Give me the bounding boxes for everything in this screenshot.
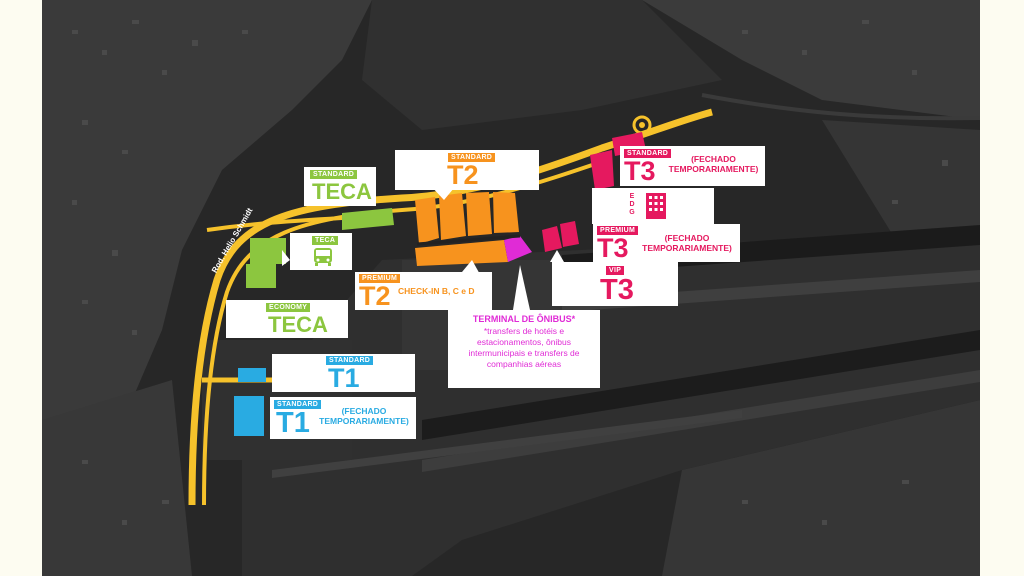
tag: VIP xyxy=(606,266,625,275)
title: T2 xyxy=(447,160,479,190)
t3-standard-label[interactable]: STANDARD T3 (FECHADO TEMPORARIAMENTE) xyxy=(620,146,765,186)
title: T3 xyxy=(624,156,656,186)
teca-economy-label[interactable]: ECONOMY TECA xyxy=(226,300,348,338)
note: (FECHADO TEMPORARIAMENTE) xyxy=(642,233,732,253)
tag: STANDARD xyxy=(326,356,374,365)
title: T3 xyxy=(597,233,629,263)
teca-bus-area xyxy=(250,238,286,264)
tag: STANDARD xyxy=(310,170,358,179)
bus-terminal-text: *transfers de hotéis e estacionamentos, … xyxy=(468,326,580,369)
road-spur xyxy=(206,216,343,232)
teca-economy-area xyxy=(246,264,276,288)
t3-premium-building xyxy=(542,226,562,252)
tag: STANDARD xyxy=(448,153,496,162)
pointer xyxy=(513,265,530,310)
road-overlay xyxy=(188,108,713,506)
title: EDG xyxy=(629,193,635,216)
pointer xyxy=(550,250,564,262)
title: TECA xyxy=(268,312,328,337)
note: (FECHADO TEMPORARIAMENTE) xyxy=(668,154,759,174)
tag: PREMIUM xyxy=(359,274,401,283)
bus-terminal-title: TERMINAL DE ÔNIBUS* xyxy=(472,314,576,324)
t1-closed-building xyxy=(234,396,264,436)
right-margin xyxy=(980,0,1022,576)
t3-premium-label[interactable]: PREMIUM T3 (FECHADO TEMPORARIAMENTE) xyxy=(593,224,740,262)
title: T3 xyxy=(600,274,634,306)
left-margin xyxy=(0,0,42,576)
tag: ECONOMY xyxy=(266,303,311,312)
teca-standard-area xyxy=(342,208,394,230)
t1-standard-building xyxy=(238,368,266,382)
title: T1 xyxy=(328,363,360,393)
t3-vip-label[interactable]: VIP T3 xyxy=(552,262,678,306)
teca-standard-label[interactable]: STANDARD TECA xyxy=(304,167,376,206)
teca-bus-label[interactable]: TECA xyxy=(290,233,352,270)
edg-label[interactable]: EDG xyxy=(592,188,714,224)
note: (FECHADO TEMPORARIAMENTE) xyxy=(319,406,409,426)
pointer xyxy=(282,250,290,266)
title: TECA xyxy=(312,179,372,204)
title: T1 xyxy=(276,407,310,439)
building-icon xyxy=(646,193,666,219)
tag: STANDARD xyxy=(624,149,672,158)
t1-standard-label[interactable]: STANDARD T1 xyxy=(272,354,415,392)
bus-icon xyxy=(314,248,332,266)
note: CHECK-IN B, C e D xyxy=(398,286,475,296)
bus-terminal-label[interactable]: TERMINAL DE ÔNIBUS* *transfers de hotéis… xyxy=(448,310,600,388)
t3-standard-building xyxy=(590,150,614,190)
title: T2 xyxy=(359,281,391,311)
tag: PREMIUM xyxy=(597,226,639,235)
tag: TECA xyxy=(312,236,339,245)
terminal-2 xyxy=(415,192,532,266)
tag: STANDARD xyxy=(274,400,322,409)
t1-closed-label[interactable]: STANDARD T1 (FECHADO TEMPORARIAMENTE) xyxy=(270,397,416,439)
airport-map[interactable]: Rod. Helio Schmidt STANDARD TECA TECA EC… xyxy=(42,0,980,576)
t2-premium-label[interactable]: PREMIUM T2 CHECK-IN B, C e D xyxy=(355,272,492,310)
t2-standard-label[interactable]: STANDARD T2 xyxy=(395,150,539,190)
